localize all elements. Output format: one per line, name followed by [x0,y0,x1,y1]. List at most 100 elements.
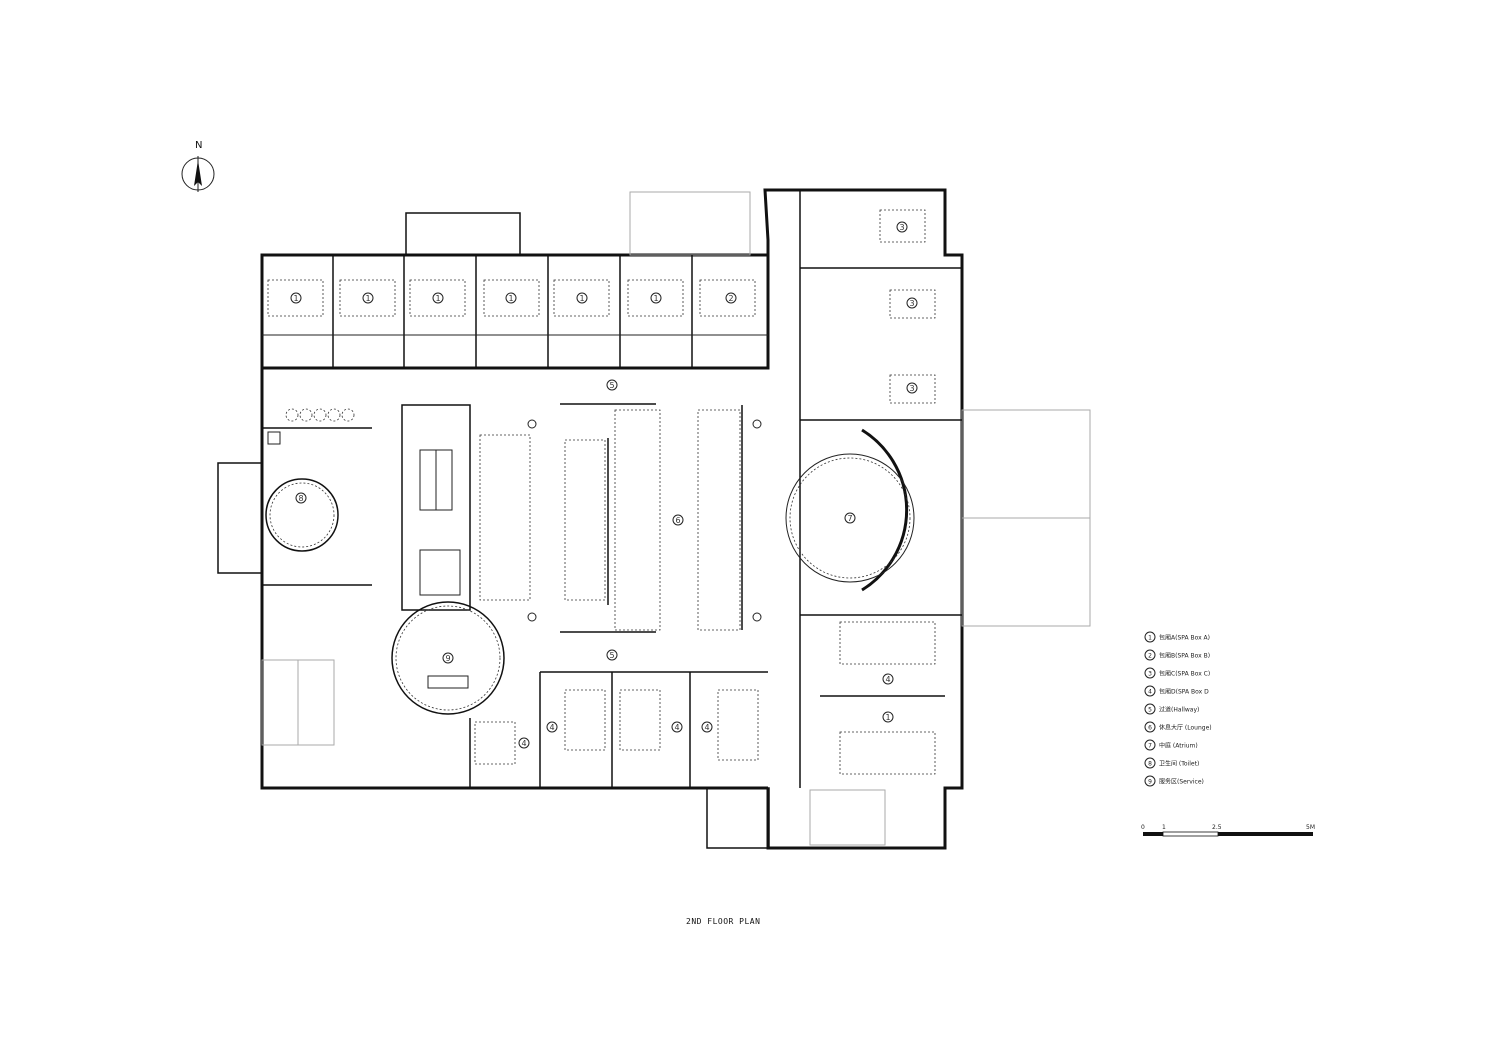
legend-label: 休息大厅 (Lounge) [1159,724,1212,732]
room-marker-spa-a-7: 1 [882,711,894,723]
south-spa-rooms [469,671,768,788]
room-marker-spa-a-5: 1 [576,292,588,304]
svg-text:5: 5 [609,381,614,390]
west-stair [261,659,335,746]
legend-number: 5 [1148,707,1152,714]
elevator [419,549,461,596]
svg-text:7: 7 [847,514,852,523]
north-exterior-stair [629,191,751,256]
legend-number: 7 [1148,743,1152,750]
svg-text:4: 4 [885,675,890,684]
legend-item: 9 服务区(Service) [1144,775,1204,787]
lounge-seats-west [479,434,531,601]
svg-text:1: 1 [579,294,584,303]
west-bay [217,462,263,574]
room-marker-hallway-2: 5 [606,649,618,661]
svg-text:4: 4 [704,723,709,732]
legend-marker [1144,667,1156,679]
toilet-zone [262,408,372,586]
legend-number: 3 [1148,671,1152,678]
svg-text:1: 1 [885,713,890,722]
north-arrow-pointer [194,160,202,186]
svg-text:9: 9 [445,654,450,663]
scale-tick-1: 1 [1162,824,1166,831]
legend-item: 4 包厢D(SPA Box D [1144,685,1209,697]
svg-text:1: 1 [435,294,440,303]
legend-number: 8 [1148,761,1152,768]
room-marker-atrium: 7 [844,512,856,524]
scale-tick-0: 0 [1141,824,1145,831]
scale-tick-2: 2.5 [1212,824,1222,831]
legend-number: 1 [1148,635,1152,642]
room-marker-spa-a-4: 1 [505,292,517,304]
room-marker-toilet: 8 [295,492,307,504]
lounge-area [401,403,762,633]
room-marker-spa-b: 2 [725,292,737,304]
north-spa-rooms [262,255,768,368]
legend-marker [1144,703,1156,715]
west-outer-wall [260,255,768,790]
svg-text:2: 2 [728,294,733,303]
room-marker-service: 9 [442,652,454,664]
lounge-seats-east [697,409,741,631]
legend-marker [1144,775,1156,787]
legend-label: 服务区(Service) [1159,778,1204,786]
north-bay [405,212,521,256]
room-marker-spa-c-1: 3 [896,221,908,233]
east-wing [785,190,962,846]
south-bay [706,787,770,849]
legend-label: 包厢A(SPA Box A) [1159,634,1210,642]
svg-text:3: 3 [909,384,914,393]
north-arrow: N [181,140,215,192]
legend-marker [1144,685,1156,697]
room-marker-spa-a-3: 1 [432,292,444,304]
legend-marker [1144,631,1156,643]
legend-label: 卫生间 (Toilet) [1159,760,1199,768]
svg-text:1: 1 [365,294,370,303]
legend-item: 1 包厢A(SPA Box A) [1144,631,1210,643]
east-outer-wall [763,188,964,850]
legend-marker [1144,721,1156,733]
legend-item: 6 休息大厅 (Lounge) [1144,721,1212,733]
svg-text:1: 1 [508,294,513,303]
room-marker-spa-a-2: 1 [362,292,374,304]
svg-text:8: 8 [298,494,303,503]
room-marker-spa-a-1: 1 [290,292,302,304]
south-east-stair [809,789,886,846]
svg-text:6: 6 [675,516,680,525]
legend-number: 9 [1148,779,1152,786]
service-round-wall [391,601,505,715]
west-stair-core [401,404,471,611]
atrium-curved-wall [861,428,909,592]
svg-text:3: 3 [899,223,904,232]
scale-bar: 0 1 2.5 5M [1141,824,1315,837]
atrium-inner-ring [785,453,915,583]
legend-number: 6 [1148,725,1152,732]
room-marker-spa-a-6: 1 [650,292,662,304]
legend-number: 2 [1148,653,1152,660]
room-marker-spa-d-4: 4 [701,721,713,733]
service-counter [427,675,469,689]
room-marker-lounge: 6 [672,514,684,526]
legend-marker [1144,649,1156,661]
legend-label: 包厢D(SPA Box D [1159,688,1209,696]
legend-item: 7 中庭 (Atrium) [1144,739,1198,751]
svg-text:4: 4 [549,723,554,732]
room-marker-spa-d-3: 4 [671,721,683,733]
legend-label: 中庭 (Atrium) [1159,742,1198,750]
svg-text:1: 1 [293,294,298,303]
north-label: N [195,140,202,151]
toilet-round-vanity [265,478,339,552]
legend-number: 4 [1148,689,1152,696]
svg-text:1: 1 [653,294,658,303]
legend-item: 8 卫生间 (Toilet) [1144,757,1199,769]
room-marker-hallway-1: 5 [606,379,618,391]
svg-text:5: 5 [609,651,614,660]
room-marker-spa-c-3: 3 [906,382,918,394]
plan-title: 2ND FLOOR PLAN [686,917,760,926]
